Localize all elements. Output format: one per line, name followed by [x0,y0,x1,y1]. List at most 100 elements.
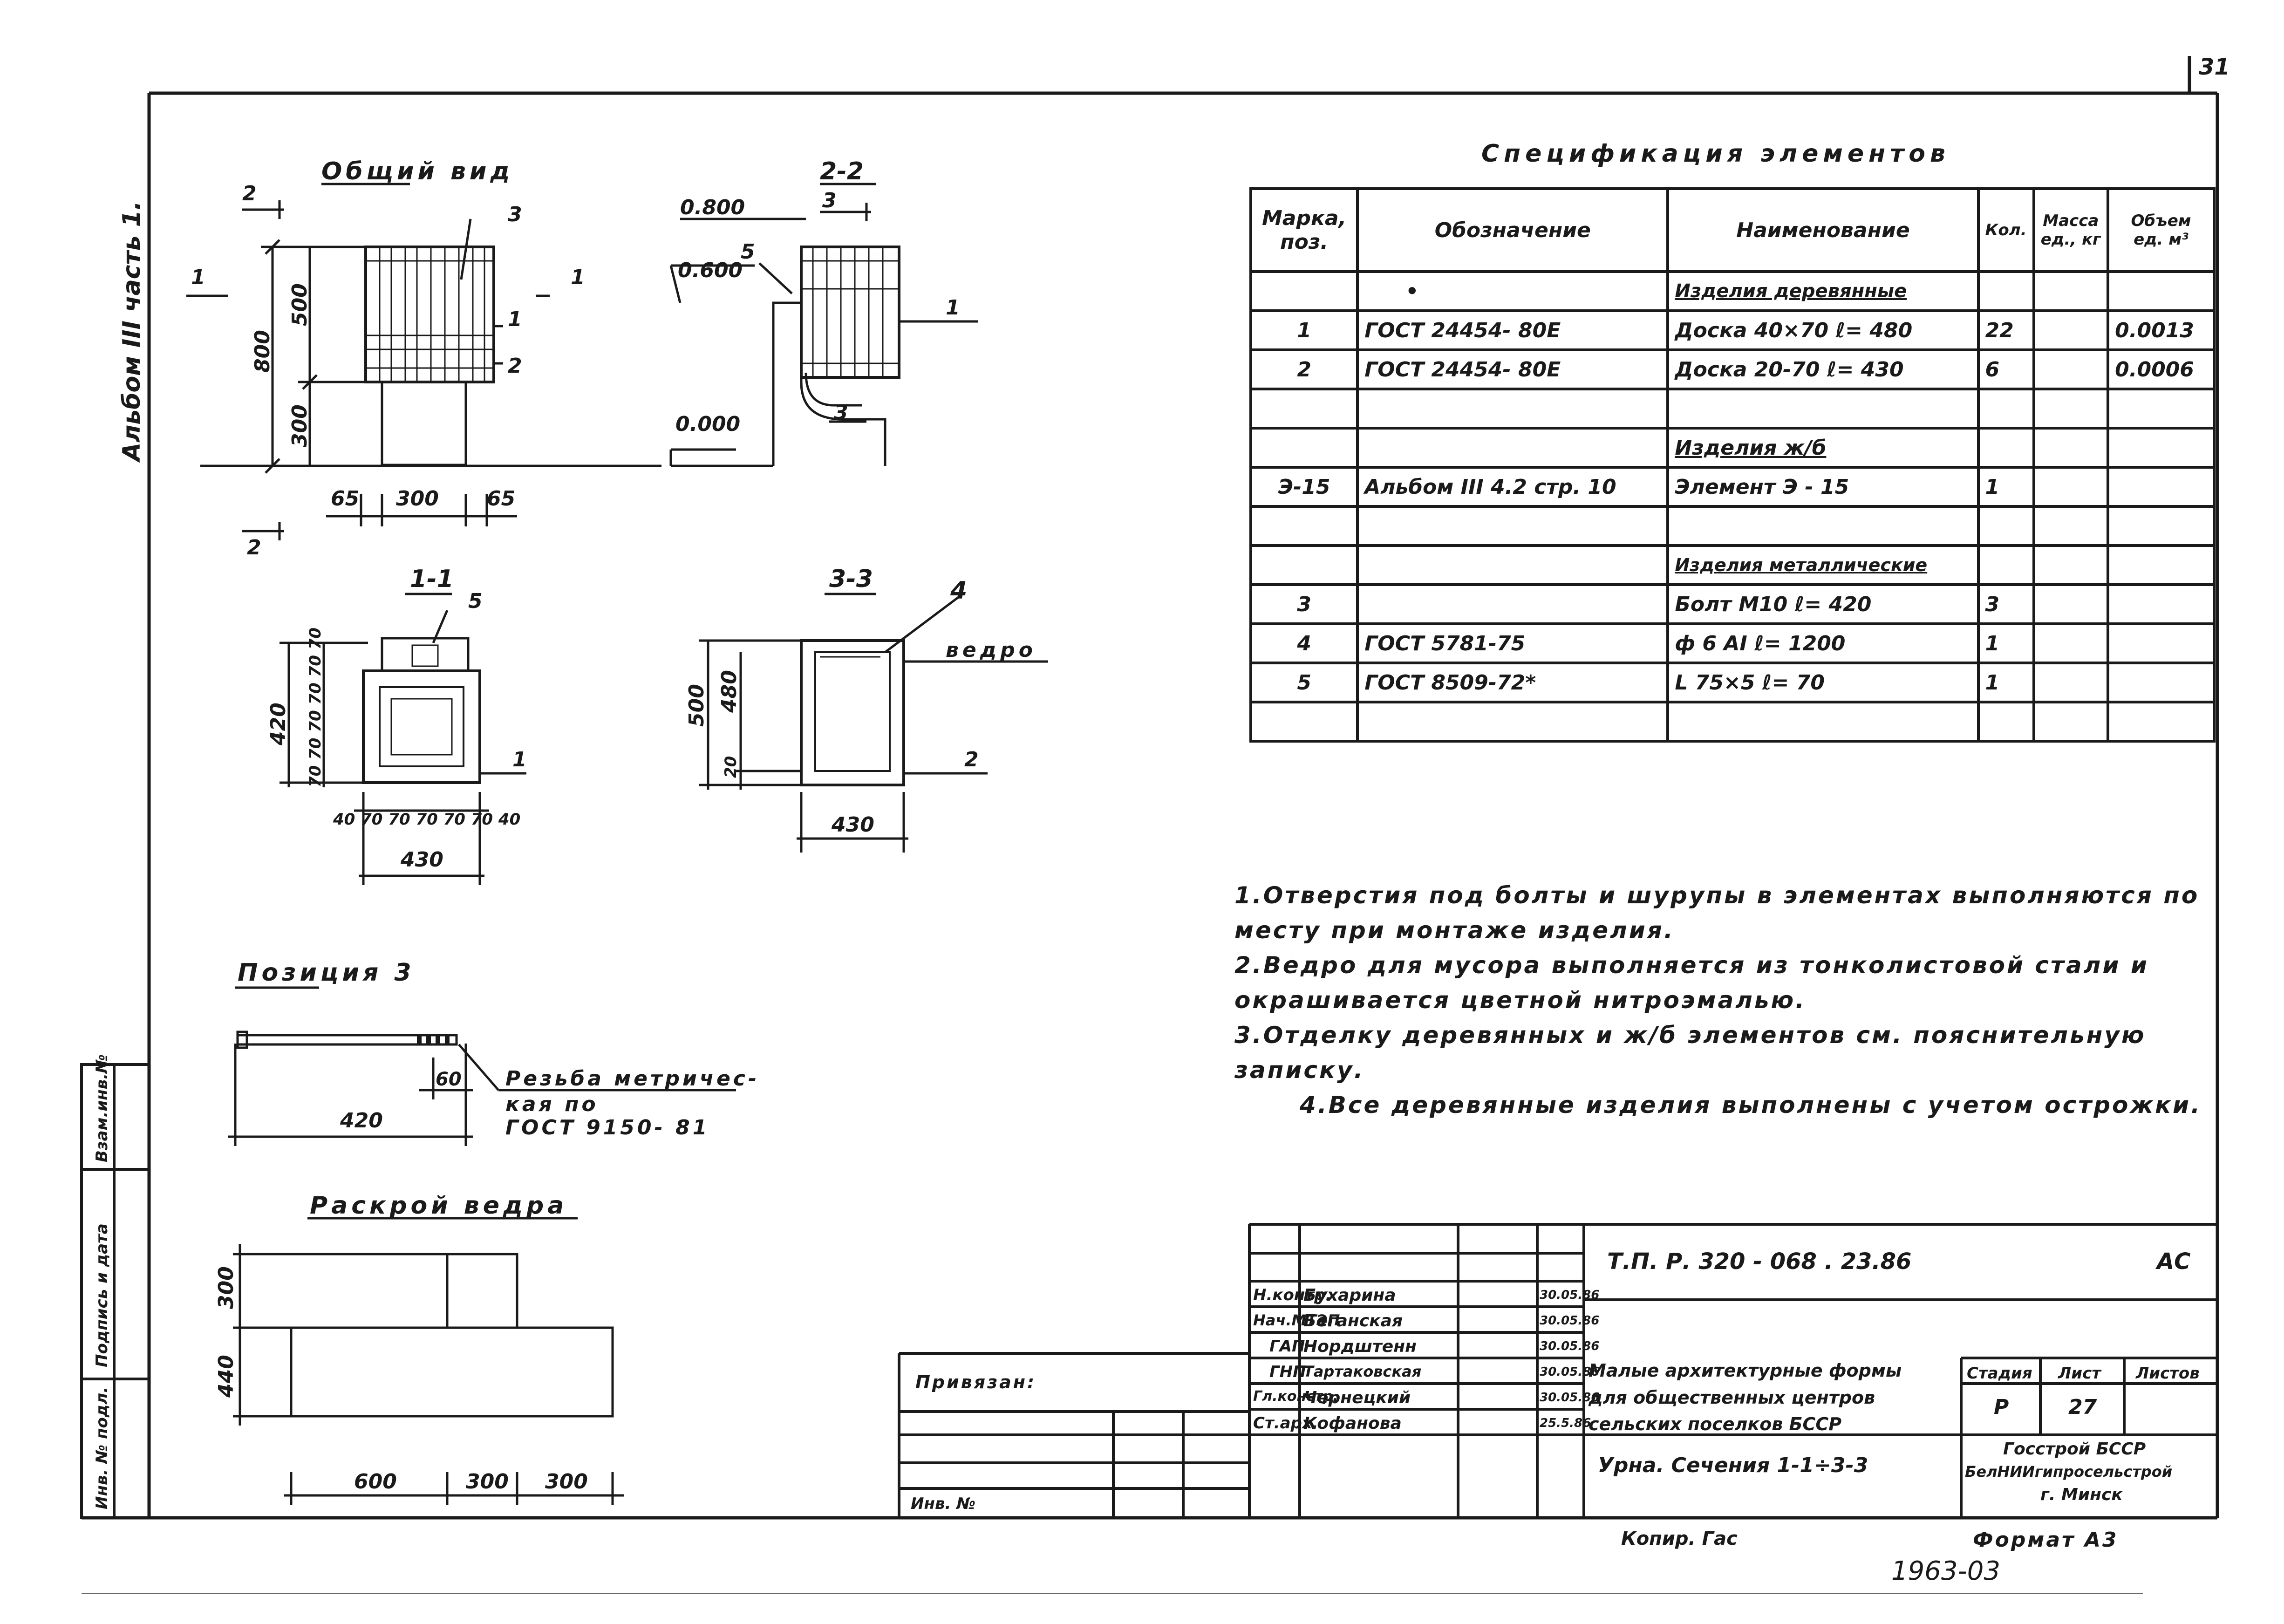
note-4: 4.Все деревянные изделия выполнены с уче… [1300,1092,2202,1119]
stage-label: Стадия [1967,1364,2032,1383]
spec-row: Изделия ж/б [1249,427,2216,469]
spec-cell-designation [1356,544,1670,586]
dim-300a-cut: 300 [466,1470,509,1494]
callout-3-22-top: 3 [822,189,837,212]
dim-500: 500 [288,283,312,326]
org-3: г. Минск [2040,1485,2123,1504]
stage-value: Р [1994,1395,2009,1419]
callout-2-33: 2 [964,748,979,771]
date-6: 25.5.86 [1540,1416,1591,1430]
spec-table: Марка, поз. Обозначение Наименование Кол… [1249,187,2216,743]
callout-2-general: 2 [508,354,522,378]
role-3: ГАП [1269,1337,1305,1356]
spec-cell-mass [2032,427,2110,469]
org-2: БелНИИгипросельстрой [1965,1463,2173,1481]
dim-300-cut: 300 [214,1266,238,1309]
spec-cell-volume [2107,388,2216,430]
dim-300-h: 300 [396,487,439,511]
object-name-2: для общественных центров [1589,1387,1875,1408]
spec-cell-qty: 1 [1977,466,2035,508]
spec-cell-mark: Э-15 [1249,466,1359,508]
spec-cell-qty [1977,427,2035,469]
name-2: Беганская [1303,1311,1403,1331]
callout-4-33: 4 [950,577,967,605]
section-1-1 [280,593,526,885]
archive-no: 1963-03 [1891,1556,2000,1586]
dim-420-pos3: 420 [340,1109,383,1133]
name-4: Тартаковская [1303,1363,1422,1380]
spec-cell-designation: Альбом III 4.2 стр. 10 [1356,466,1670,508]
spec-row [1249,505,2216,547]
dim-65-left: 65 [331,487,359,511]
section-3-3-title: 3-3 [829,565,873,593]
spec-title: Спецификация элементов [1481,140,1950,168]
spec-cell-qty: 1 [1977,662,2035,703]
dim-65-right: 65 [487,487,515,511]
spec-cell-name: Доска 40×70 ℓ= 480 [1666,309,1980,351]
bucket-cutting-view [233,1217,624,1505]
spec-header-row: Марка, поз. Обозначение Наименование Кол… [1249,187,2216,273]
general-view-title: Общий вид [321,157,513,185]
sheet-name: Урна. Сечения 1-1÷3-3 [1598,1453,1868,1477]
spec-cell-qty: 3 [1977,583,2035,625]
dim-430-11: 430 [400,848,443,872]
spec-cell-mark: 1 [1249,309,1359,351]
date-4: 30.05.86 [1540,1365,1600,1379]
spec-cell-mass [2032,388,2110,430]
spec-cell-volume [2107,270,2216,312]
sheets-label: Листов [2136,1364,2200,1383]
spec-cell-mark: 3 [1249,583,1359,625]
role-2: Нач.МТЭП [1253,1311,1340,1329]
spec-row: Э-15 Альбом III 4.2 стр. 10 Элемент Э - … [1249,466,2216,508]
spec-cell-mass [2032,622,2110,664]
side-stamp [80,1063,150,1519]
spec-cell-volume [2107,427,2216,469]
spec-header-volume: Объем ед. м³ [2107,187,2216,273]
callout-5-22: 5 [741,240,755,264]
spec-cell-qty [1977,701,2035,743]
role-6: Ст.арх. [1253,1414,1318,1433]
spec-row: 3 Болт М10 ℓ= 420 3 [1249,583,2216,625]
org-1: Госстрой БССР [2003,1440,2146,1459]
section-2-2-title: 2-2 [820,157,864,185]
spec-header-qty: Кол. [1977,187,2035,273]
position-3-view [228,986,736,1146]
object-name-1: Малые архитектурные формы [1589,1360,1902,1381]
spec-cell-designation [1356,583,1670,625]
dim-440-cut: 440 [214,1355,238,1398]
role-1: Н.контр. [1253,1286,1332,1304]
spec-cell-mass [2032,309,2110,351]
spec-cell-mark: 5 [1249,662,1359,703]
object-name-3: сельских поселков БССР [1589,1414,1842,1434]
dim-60-pos3: 60 [436,1069,462,1090]
name-1: Бухарина [1303,1286,1396,1305]
date-2: 30.05.86 [1540,1314,1600,1328]
privyazan: Привязан: [915,1372,1036,1392]
spec-cell-mass [2032,701,2110,743]
spec-cell-mass [2032,466,2110,508]
spec-cell-name: L 75×5 ℓ= 70 [1666,662,1980,703]
side-stamp-sign: Подпись и дата [93,1223,111,1367]
name-5: Чернецкий [1303,1388,1411,1407]
spec-header-name: Наименование [1666,187,1980,273]
spec-cell-mass [2032,583,2110,625]
spec-row [1249,701,2216,743]
role-5: Гл.констр. [1253,1388,1338,1405]
callout-1-11: 1 [512,748,527,771]
spec-cell-volume [2107,701,2216,743]
spec-cell-qty: 1 [1977,622,2035,664]
cut-1-left: 1 [191,266,205,289]
date-3: 30.05.86 [1540,1339,1600,1353]
callout-3-22-bottom: 3 [834,401,848,424]
spec-cell-qty: 6 [1977,348,2035,390]
callout-1-22: 1 [946,296,960,320]
thread-note-2: кая по [505,1092,599,1116]
cut-2-top: 2 [242,182,257,205]
spec-header-mark: Марка, поз. [1249,187,1359,273]
dim-420-11: 420 [266,703,290,746]
side-stamp-replace: Взам.инв.№ [93,1054,111,1162]
spec-row [1249,388,2216,430]
spec-cell-volume [2107,466,2216,508]
spec-cell-designation [1356,427,1670,469]
spec-cell-mass [2032,505,2110,547]
